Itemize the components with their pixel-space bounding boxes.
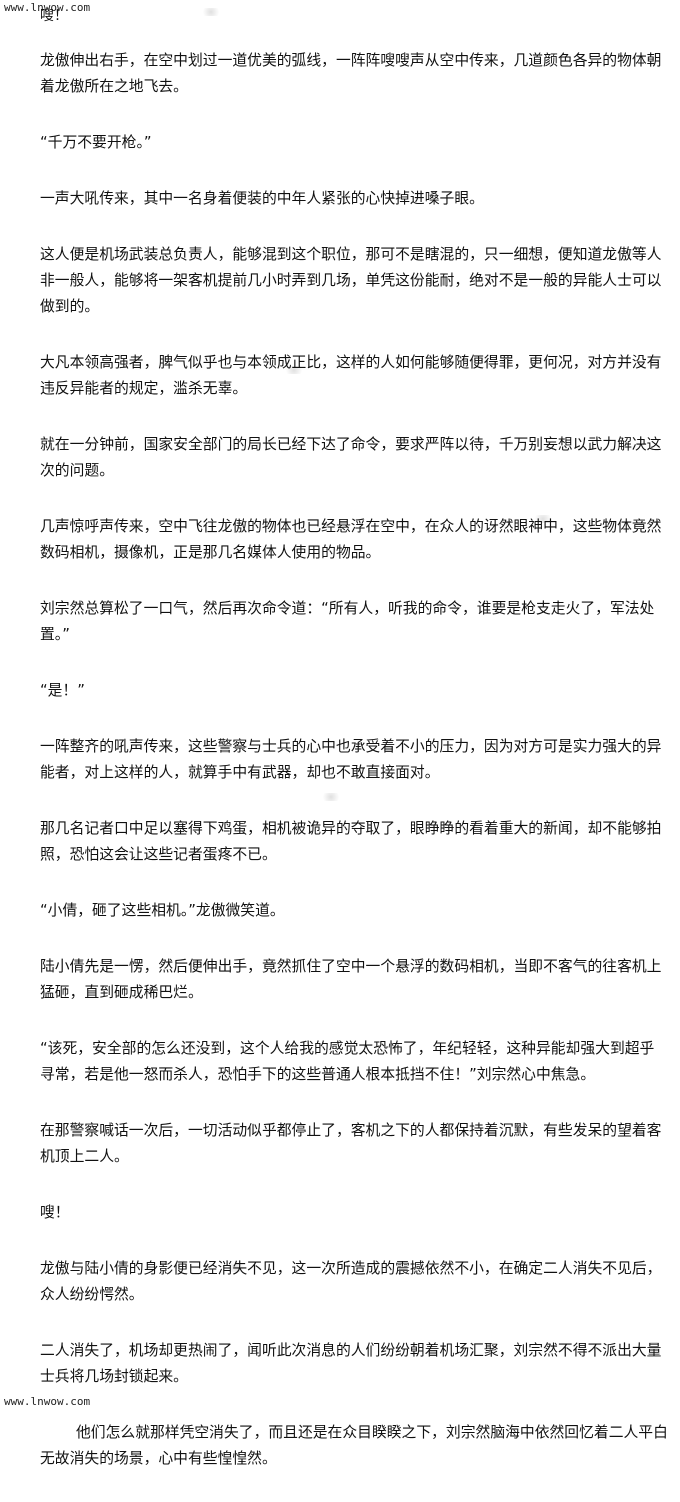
paragraph: 一声大吼传来，其中一名身着便装的中年人紧张的心快掉进嗓子眼。	[40, 190, 484, 207]
scan-speck	[532, 515, 554, 523]
paragraph: “是！”	[40, 682, 85, 699]
paragraph: “该死，安全部的怎么还没到，这个人给我的感觉太恐怖了，年纪轻轻，这种异能却强大到…	[40, 1040, 655, 1083]
paragraph: 陆小倩先是一愣，然后便伸出手，竟然抓住了空中一个悬浮的数码相机，当即不客气的往客…	[40, 958, 662, 1001]
site-watermark-top: www.lnwow.com	[4, 1, 91, 14]
site-watermark-bottom: www.lnwow.com	[4, 1395, 91, 1408]
top-fragment-text: 嗖！	[40, 8, 68, 24]
paragraph: 嗖！	[40, 1204, 70, 1221]
paragraph: 他们怎么就那样凭空消失了，而且还是在众目睽睽之下，刘宗然脑海中依然回忆着二人平白…	[40, 1424, 668, 1467]
paragraph: “小倩，砸了这些相机。”龙傲微笑道。	[40, 902, 285, 919]
paragraph: 二人消失了，机场却更热闹了，闻听此次消息的人们纷纷朝着机场汇聚，刘宗然不得不派出…	[40, 1342, 662, 1385]
paragraph: 几声惊呼声传来，空中飞往龙傲的物体也已经悬浮在空中，在众人的讶然眼神中，这些物体…	[40, 518, 662, 561]
paragraph: 大凡本领高强者，脾气似乎也与本领成正比，这样的人如何能够随便得罪，更何况，对方并…	[40, 354, 662, 397]
paragraph: 就在一分钟前，国家安全部门的局长已经下达了命令，要求严阵以待，千万别妄想以武力解…	[40, 436, 662, 479]
paragraph: 在那警察喊话一次后，一切活动似乎都停止了，客机之下的人都保持着沉默，有些发呆的望…	[40, 1122, 662, 1165]
scan-speck	[200, 8, 222, 16]
scan-speck	[320, 793, 342, 801]
paragraph: 一阵整齐的吼声传来，这些警察与士兵的心中也承受着不小的压力，因为对方可是实力强大…	[40, 738, 662, 781]
scan-speck	[225, 1264, 247, 1272]
paragraph: 龙傲伸出右手，在空中划过一道优美的弧线，一阵阵嗖嗖声从空中传来，几道颜色各异的物…	[40, 52, 662, 95]
paragraph: “千万不要开枪。”	[40, 134, 152, 151]
scan-speck	[283, 366, 305, 374]
paragraph: 刘宗然总算松了一口气，然后再次命令道：“所有人，听我的命令，谁要是枪支走火了，军…	[40, 600, 655, 643]
article-body: 龙傲伸出右手，在空中划过一道优美的弧线，一阵阵嗖嗖声从空中传来，几道颜色各异的物…	[40, 48, 668, 1502]
paragraph: 这人便是机场武装总负责人，能够混到这个职位，那可不是瞎混的，只一细想，便知道龙傲…	[40, 246, 662, 315]
paragraph: 龙傲与陆小倩的身影便已经消失不见，这一次所造成的震撼依然不小，在确定二人消失不见…	[40, 1260, 662, 1303]
paragraph: 那几名记者口中足以塞得下鸡蛋，相机被诡异的夺取了，眼睁睁的看着重大的新闻，却不能…	[40, 820, 662, 863]
